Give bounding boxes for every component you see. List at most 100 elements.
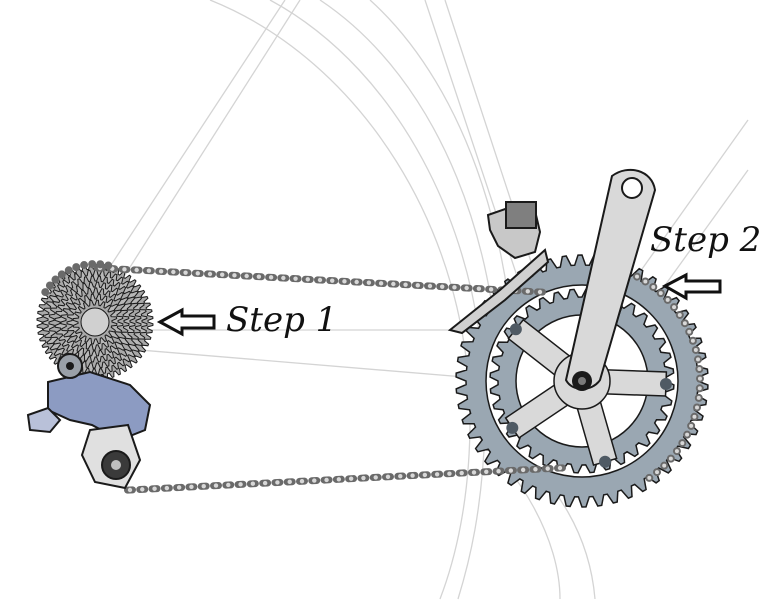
chain-roller [262,480,268,486]
upper-jockey-wheel-hub [66,362,74,370]
chain-roller [385,474,391,479]
chain-roller [140,487,145,492]
chain-roller [533,467,538,472]
chain-roller [434,472,440,477]
chain-roller [281,275,286,281]
chain-roller [348,476,354,481]
step1-label: Step 1 [226,300,338,340]
chain-roller [685,432,690,437]
chain-roller [662,463,667,468]
chain-roller [697,376,702,381]
chain-link [80,261,89,270]
chainring-bolt [659,378,672,391]
step1-arrow-icon [156,307,216,337]
chain-roller [658,291,663,296]
chain-roller [398,473,403,479]
lower-jockey-wheel-hub [111,460,121,470]
chain-roller [189,484,194,490]
chain-roller [520,467,526,473]
chain-roller [146,268,152,273]
chain-roller [207,271,213,277]
chain-roller [682,321,687,326]
rear-derailleur-body [47,370,152,442]
chain-roller [354,279,359,285]
step2-label: Step 2 [650,220,761,260]
chain-roller [680,441,685,446]
rear-derailleur [26,353,152,490]
chain-link [51,275,60,284]
chain-roller [195,271,200,276]
chain-roller [122,267,127,272]
chainring-bolt [599,455,612,468]
chain-roller [484,469,489,474]
chain-roller [293,276,298,281]
chain-roller [256,274,262,279]
chain-roller [244,273,249,279]
chain-roller [336,477,342,482]
chain-roller [525,289,530,294]
chain-roller [305,277,310,282]
chain-roller [164,485,170,491]
chain-roller [415,283,420,288]
chain-roller [342,279,347,284]
chain-roller [693,347,698,352]
chain-roller [171,269,176,275]
chain-roller [373,475,378,480]
chain-roller [201,484,206,489]
cassette-hub [80,307,110,337]
chain-roller [324,477,329,483]
chain-link [104,261,113,270]
chain-link [64,266,73,275]
front-derailleur-cage [447,248,550,335]
chain-roller [213,483,219,488]
chain-roller [545,466,550,471]
chain-link [41,288,50,297]
chain-roller [655,470,660,475]
crank-arm [564,168,657,391]
chain-roller [232,273,237,278]
front-derailleur-clamp [505,201,537,229]
chain-roller [697,366,702,371]
chainring-bolt [506,421,519,434]
seatstay-line-1 [89,0,301,331]
chain-roller [378,281,384,286]
step2-arrow [661,272,722,301]
chain-roller [403,282,408,287]
chain-roller [127,487,133,493]
chain-roller [471,470,477,475]
step2-arrow-icon [661,272,722,301]
chain-link [88,260,97,269]
chain-roller [459,470,464,476]
chain-roller [427,283,433,289]
chain-roller [275,480,280,485]
drivetrain-diagram: Step 1 Step 2 [26,0,761,600]
chain-roller [226,482,231,488]
pedal-hole [621,177,643,199]
rear-derailleur-mount [26,406,62,434]
chain-roller [488,287,494,292]
chain-roller [134,267,139,273]
chain-roller [361,475,366,481]
chain-roller [668,456,673,461]
chain-roller [312,478,317,483]
chain-roller [694,405,699,410]
rear-cassette [36,263,154,381]
chain-roller [665,297,670,302]
chain-roller [643,279,648,284]
chain-roller [692,414,697,419]
chain-roller [496,468,501,474]
chain-roller [696,395,701,400]
chain-roller [176,485,182,490]
chain-roller [672,305,677,310]
chain-link [72,263,81,272]
chain-roller [238,482,243,487]
step1-arrow [156,307,216,337]
chain-roller [268,275,274,280]
chain-roller [287,479,292,485]
chain-link [57,270,66,279]
chain-roller [440,284,445,289]
chain-roller [422,472,428,478]
chain-roller [687,329,692,334]
chain-roller [410,473,415,478]
chain-roller [152,486,157,491]
